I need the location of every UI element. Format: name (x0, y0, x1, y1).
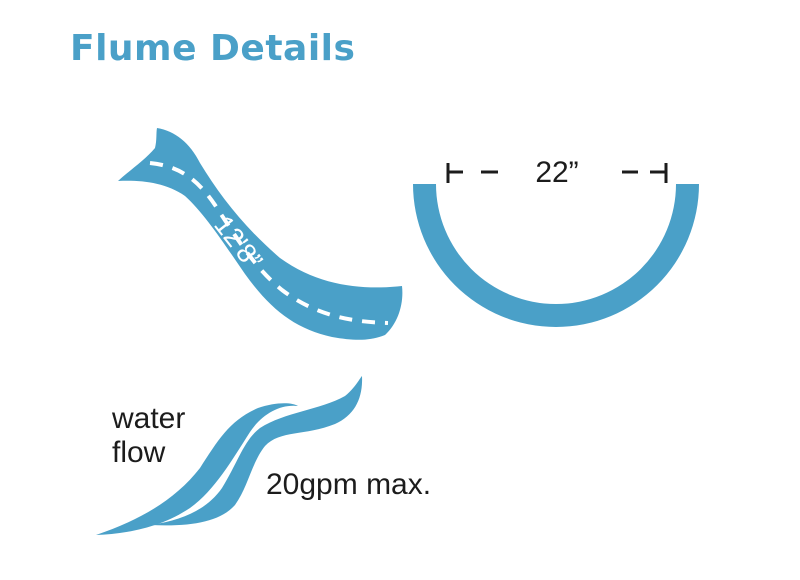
slide-side-view-icon (118, 128, 403, 340)
water-flow-label: water flow (112, 402, 185, 470)
water-label-line1: water (112, 402, 186, 435)
flume-cross-section-icon (413, 184, 699, 327)
width-dimension (446, 163, 668, 183)
flow-rate-label: 20gpm max. (266, 468, 432, 501)
water-label-line2: flow (112, 436, 166, 469)
water-waves-icon (96, 376, 363, 535)
page-title: Flume Details (70, 28, 356, 69)
flume-width-label: 22” (535, 156, 578, 189)
slide-length-dash-line (149, 161, 389, 325)
